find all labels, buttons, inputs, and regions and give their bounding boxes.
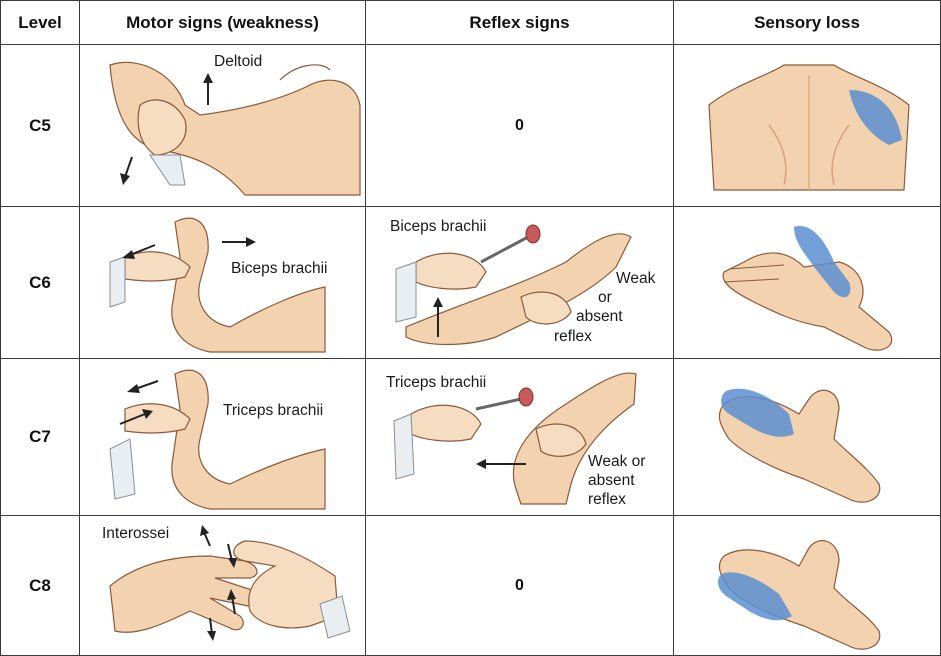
interossei-test-illustration [109, 525, 351, 641]
reflex-c5: 0 [365, 44, 674, 207]
deltoid-test-illustration [109, 61, 361, 196]
level-c6: C6 [0, 206, 80, 359]
biceps-reflex-illustration [395, 224, 632, 346]
header-sensory: Sensory loss [673, 0, 941, 45]
reflex-note-line1-c7: Weak or [588, 453, 646, 470]
sensory-area-c7 [721, 388, 794, 437]
sensory-area-c8 [717, 572, 792, 621]
header-level: Level [0, 0, 80, 45]
hand-c6-illustration [722, 226, 893, 351]
motor-c7: Triceps brachii [79, 358, 366, 516]
hand-c7-illustration [718, 388, 881, 503]
triceps-test-illustration [109, 369, 326, 510]
reflex-note-line3-c7: reflex [588, 491, 626, 508]
sensory-c5 [673, 44, 941, 207]
sensory-c8 [673, 515, 941, 656]
header-reflex: Reflex signs [365, 0, 674, 45]
reflex-c6: Biceps brachii Weak or absent reflex [365, 206, 674, 359]
motor-label-triceps: Triceps brachii [223, 402, 324, 419]
motor-label-biceps: Biceps brachii [231, 260, 328, 277]
header-motor: Motor signs (weakness) [79, 0, 366, 45]
level-c8: C8 [0, 515, 80, 656]
hand-c8-illustration [717, 540, 881, 650]
motor-label-interossei: Interossei [102, 525, 170, 542]
sensory-area-c5 [849, 90, 902, 145]
triceps-reflex-illustration [393, 372, 637, 505]
reflex-note-line3: absent [576, 308, 623, 325]
motor-label-deltoid: Deltoid [214, 53, 263, 70]
reflex-label-biceps: Biceps brachii [390, 218, 487, 235]
sensory-c7 [673, 358, 941, 516]
motor-c8: Interossei [79, 515, 366, 656]
reflex-note-line1: Weak [616, 270, 656, 287]
motor-c6: Biceps brachii [79, 206, 366, 359]
reflex-c7: Triceps brachii Weak or absent reflex [365, 358, 674, 516]
reflex-c8: 0 [365, 515, 674, 656]
reflex-label-triceps: Triceps brachii [386, 374, 487, 391]
back-shoulders-illustration [708, 64, 910, 191]
sensory-c6 [673, 206, 941, 359]
level-c7: C7 [0, 358, 80, 516]
biceps-test-illustration [109, 217, 326, 353]
sensory-area-c6 [794, 226, 851, 298]
reflex-note-line2-c7: absent [588, 472, 635, 489]
level-c5: C5 [0, 44, 80, 207]
reflex-note-line4: reflex [554, 328, 592, 345]
reflex-note-line2: or [598, 289, 612, 306]
motor-c5: Deltoid [79, 44, 366, 207]
